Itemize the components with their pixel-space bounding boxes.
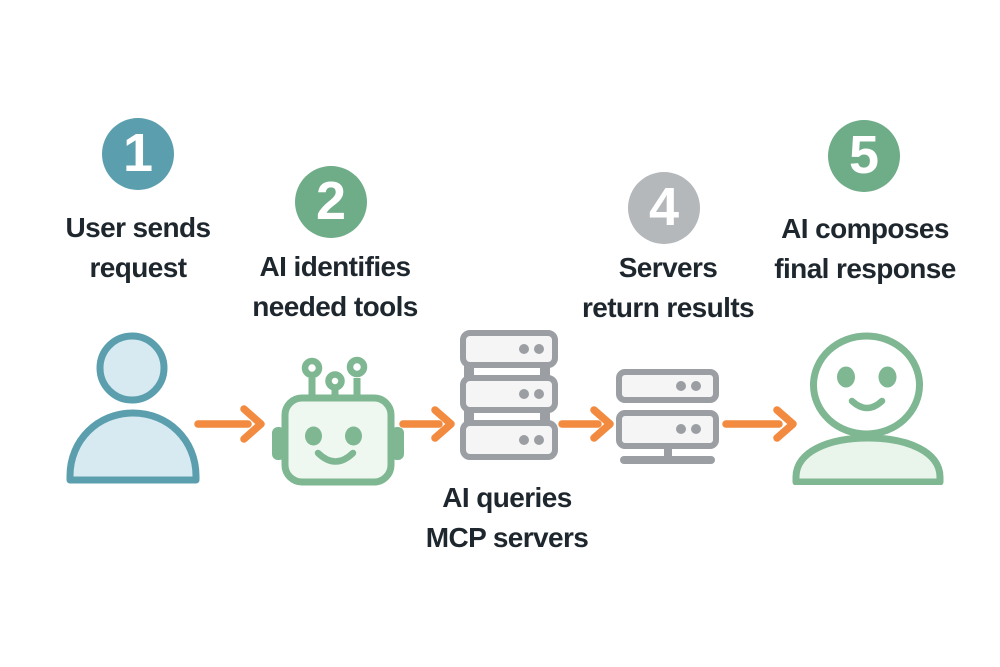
step-badge-5: 5 [828,120,900,192]
step-caption-queries: AI queries MCP servers [377,478,637,558]
step-number-2: 2 [315,171,347,231]
server-stack-2-icon [616,369,719,464]
step-label-1-line2: request [89,252,188,283]
robot-icon [272,356,404,486]
caption-line1: AI queries [442,482,572,513]
step-label-2-line2: needed tools [252,291,418,322]
smiling-person-icon [792,332,944,485]
arrow-right-icon [722,406,797,442]
step-label-2: AI identifies needed tools [205,247,465,327]
step-badge-2: 2 [295,166,367,238]
step-label-2-line1: AI identifies [259,251,411,282]
step-label-5: AI composes final response [735,209,995,289]
person-icon [66,332,200,484]
step-label-4-line1: Servers [618,252,718,283]
step-label-4: Servers return results [538,248,798,328]
step-label-1: User sends request [8,208,268,288]
step-label-1-line1: User sends [65,212,212,243]
arrow-right-icon [399,406,455,442]
step-number-5: 5 [848,125,880,185]
arrow-right-icon [558,406,614,442]
step-label-4-line2: return results [581,292,755,323]
arrow-right-icon [194,405,265,443]
step-number-4: 4 [648,177,680,237]
caption-line2: MCP servers [425,522,589,553]
server-stack-3-icon [460,330,558,460]
step-badge-1: 1 [102,118,174,190]
step-number-1: 1 [122,123,154,183]
step-badge-4: 4 [628,172,700,244]
step-label-5-line1: AI composes [781,213,949,244]
step-label-5-line2: final response [774,253,956,284]
